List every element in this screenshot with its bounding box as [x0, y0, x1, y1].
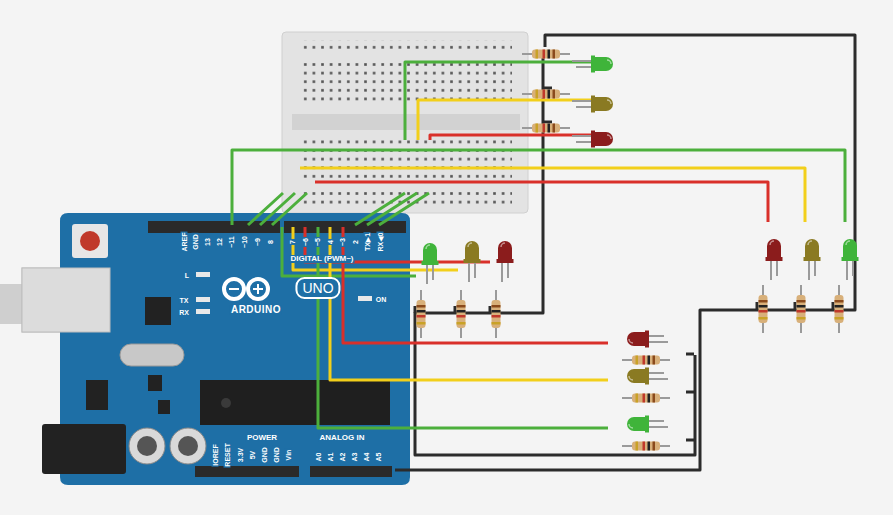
board-label: L — [184, 272, 190, 279]
board-label: A5 — [375, 452, 382, 463]
board-label: 5V — [249, 450, 256, 461]
board-label: ~9 — [254, 237, 261, 247]
board-label: RESET — [224, 442, 231, 467]
board-label: ~11 — [228, 235, 235, 249]
board-label: A4 — [363, 452, 370, 463]
board-label: ~10 — [241, 235, 248, 249]
board-label: GND — [192, 233, 199, 251]
board-label: RX◀0 — [377, 231, 384, 252]
arduino-board — [0, 213, 410, 485]
board-label: UNO — [295, 277, 340, 299]
board-label: 12 — [216, 237, 223, 247]
board-label: ARDUINO — [230, 305, 282, 315]
board-label: GND — [261, 446, 268, 464]
board-label: TX — [179, 297, 190, 304]
board-label: POWER — [246, 434, 278, 442]
board-label: 4 — [327, 239, 334, 245]
board-label: 13 — [204, 237, 211, 247]
wires — [232, 35, 855, 470]
board-label: GND — [273, 446, 280, 464]
board-label: ~3 — [339, 237, 346, 247]
board-label: AREF — [181, 231, 188, 252]
board-label: TX▶1 — [364, 232, 371, 252]
board-label: 7 — [289, 239, 296, 245]
board-label: ANALOG IN — [319, 434, 366, 442]
board-label: 2 — [352, 239, 359, 245]
board-label: 3.3V — [237, 447, 244, 463]
board-label: DIGITAL (PWM~) — [289, 255, 354, 263]
board-label: A1 — [327, 452, 334, 463]
board-label: A3 — [351, 452, 358, 463]
board-label: RX — [178, 309, 190, 316]
board-label: 8 — [267, 239, 274, 245]
board-label: IOREF — [212, 443, 219, 466]
board-label: ON — [375, 296, 388, 303]
board-label: ~6 — [302, 237, 309, 247]
leds-and-resistors — [417, 50, 859, 451]
board-label: ~5 — [314, 237, 321, 247]
board-label: A0 — [315, 452, 322, 463]
board-label: Vin — [285, 449, 292, 462]
board-label: A2 — [339, 452, 346, 463]
